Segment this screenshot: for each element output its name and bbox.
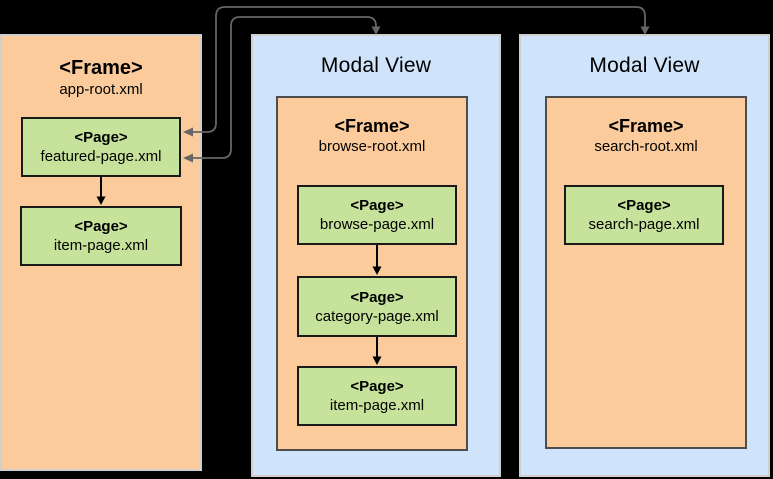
page-file-label: featured-page.xml bbox=[40, 148, 162, 165]
frame-tag-label: <Frame> bbox=[608, 116, 684, 136]
search-modal-title: Modal View bbox=[589, 54, 700, 77]
page-tag-label: <Page> bbox=[617, 197, 671, 214]
frame-file-label: app-root.xml bbox=[59, 81, 143, 98]
page-tag-label: <Page> bbox=[350, 378, 404, 395]
search-root-frame bbox=[545, 96, 747, 449]
page-box-browse-page: <Page> browse-page.xml bbox=[297, 185, 457, 245]
page-tag-label: <Page> bbox=[350, 288, 404, 306]
page-file-label: item-page.xml bbox=[53, 237, 149, 254]
page-tag-label: <Page> bbox=[350, 197, 404, 214]
frame-file-label: search-root.xml bbox=[594, 138, 698, 155]
frame-tag-label: <Frame> bbox=[59, 57, 143, 79]
page-box-category-page: <Page> category-page.xml bbox=[297, 276, 457, 337]
browse-modal-title: Modal View bbox=[320, 54, 432, 77]
search-root-frame-title: <Frame> search-root.xml bbox=[545, 116, 747, 155]
page-file-label: item-page.xml bbox=[329, 397, 425, 414]
browse-root-frame-title: <Frame> browse-root.xml bbox=[276, 116, 468, 155]
page-box-featured-page: <Page> featured-page.xml bbox=[21, 117, 181, 177]
page-tag-label: <Page> bbox=[74, 218, 128, 235]
page-box-item-page-left: <Page> item-page.xml bbox=[20, 206, 182, 266]
page-box-item-page-middle: <Page> item-page.xml bbox=[297, 366, 457, 426]
page-file-label: category-page.xml bbox=[315, 307, 439, 325]
page-box-search-page: <Page> search-page.xml bbox=[564, 185, 724, 245]
page-file-label: search-page.xml bbox=[588, 216, 700, 233]
app-root-frame-title: <Frame> app-root.xml bbox=[2, 57, 200, 98]
frame-file-label: browse-root.xml bbox=[318, 138, 426, 155]
page-tag-label: <Page> bbox=[74, 129, 128, 146]
frame-tag-label: <Frame> bbox=[334, 116, 410, 136]
page-file-label: browse-page.xml bbox=[319, 216, 435, 233]
